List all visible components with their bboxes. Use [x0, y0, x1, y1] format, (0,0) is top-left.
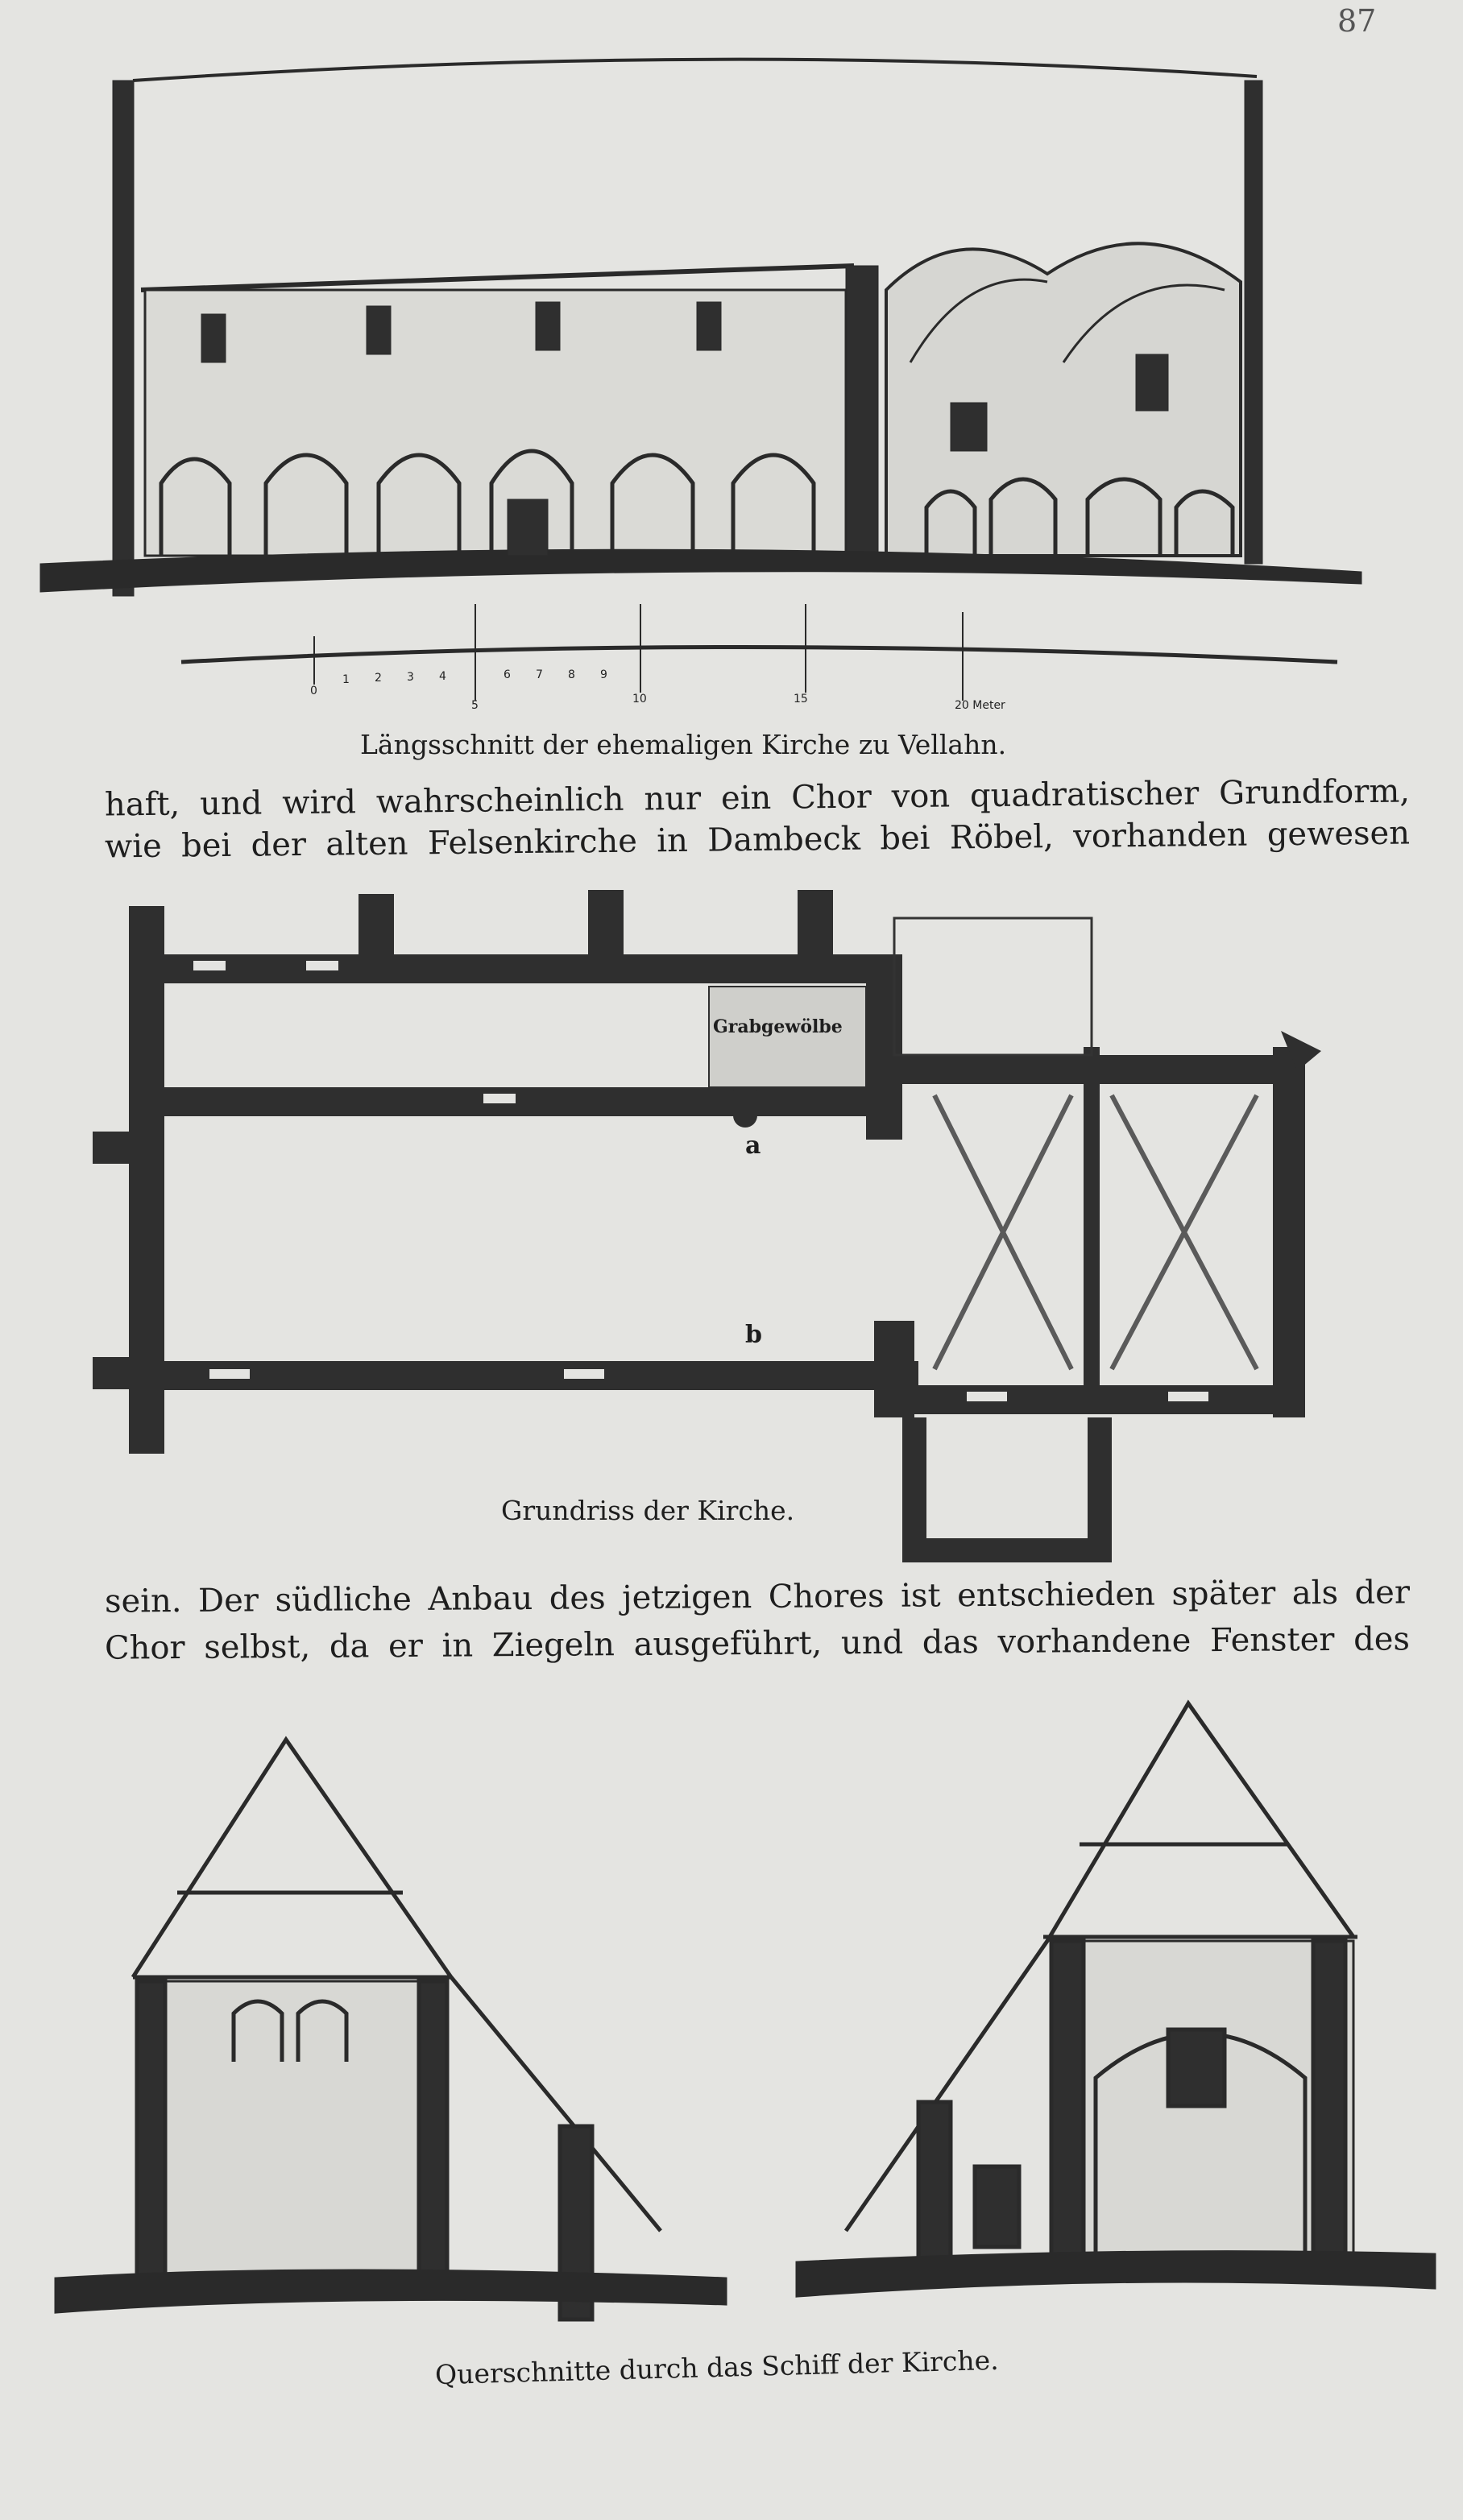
- page-number: 87: [1337, 3, 1377, 39]
- figure-caption-floor-plan: Grundriss der Kirche.: [501, 1495, 795, 1526]
- plan-label-vault: Grabgewölbe: [713, 1016, 843, 1037]
- figure-caption-longitudinal-section: Längsschnitt der ehemaligen Kirche zu Ve…: [360, 729, 1007, 760]
- scale-tick: 0: [310, 685, 317, 697]
- plan-label-b: b: [745, 1321, 762, 1349]
- scale-bar-labels: 0 1 2 3 4 5 6 7 8 9 10 15 20 Meter: [310, 668, 1005, 712]
- cross-sections-drawing: [54, 1699, 1436, 2322]
- scale-tick: 6: [504, 668, 511, 681]
- floor-plan-drawing: [93, 890, 1321, 1562]
- scale-tick: 8: [568, 668, 575, 681]
- scale-tick: 4: [439, 670, 446, 683]
- scale-tick: 5: [471, 699, 479, 712]
- scale-tick: 10: [632, 693, 647, 706]
- scale-tick: 9: [600, 668, 607, 681]
- scale-tick: 20 Meter: [955, 699, 1005, 712]
- longitudinal-section-drawing: [39, 57, 1362, 701]
- plan-label-a: a: [745, 1132, 761, 1160]
- scale-tick: 2: [375, 672, 382, 685]
- scale-tick: 15: [794, 693, 808, 706]
- scale-tick: 1: [342, 673, 350, 686]
- scale-tick: 7: [536, 668, 543, 681]
- scale-tick: 3: [407, 671, 414, 684]
